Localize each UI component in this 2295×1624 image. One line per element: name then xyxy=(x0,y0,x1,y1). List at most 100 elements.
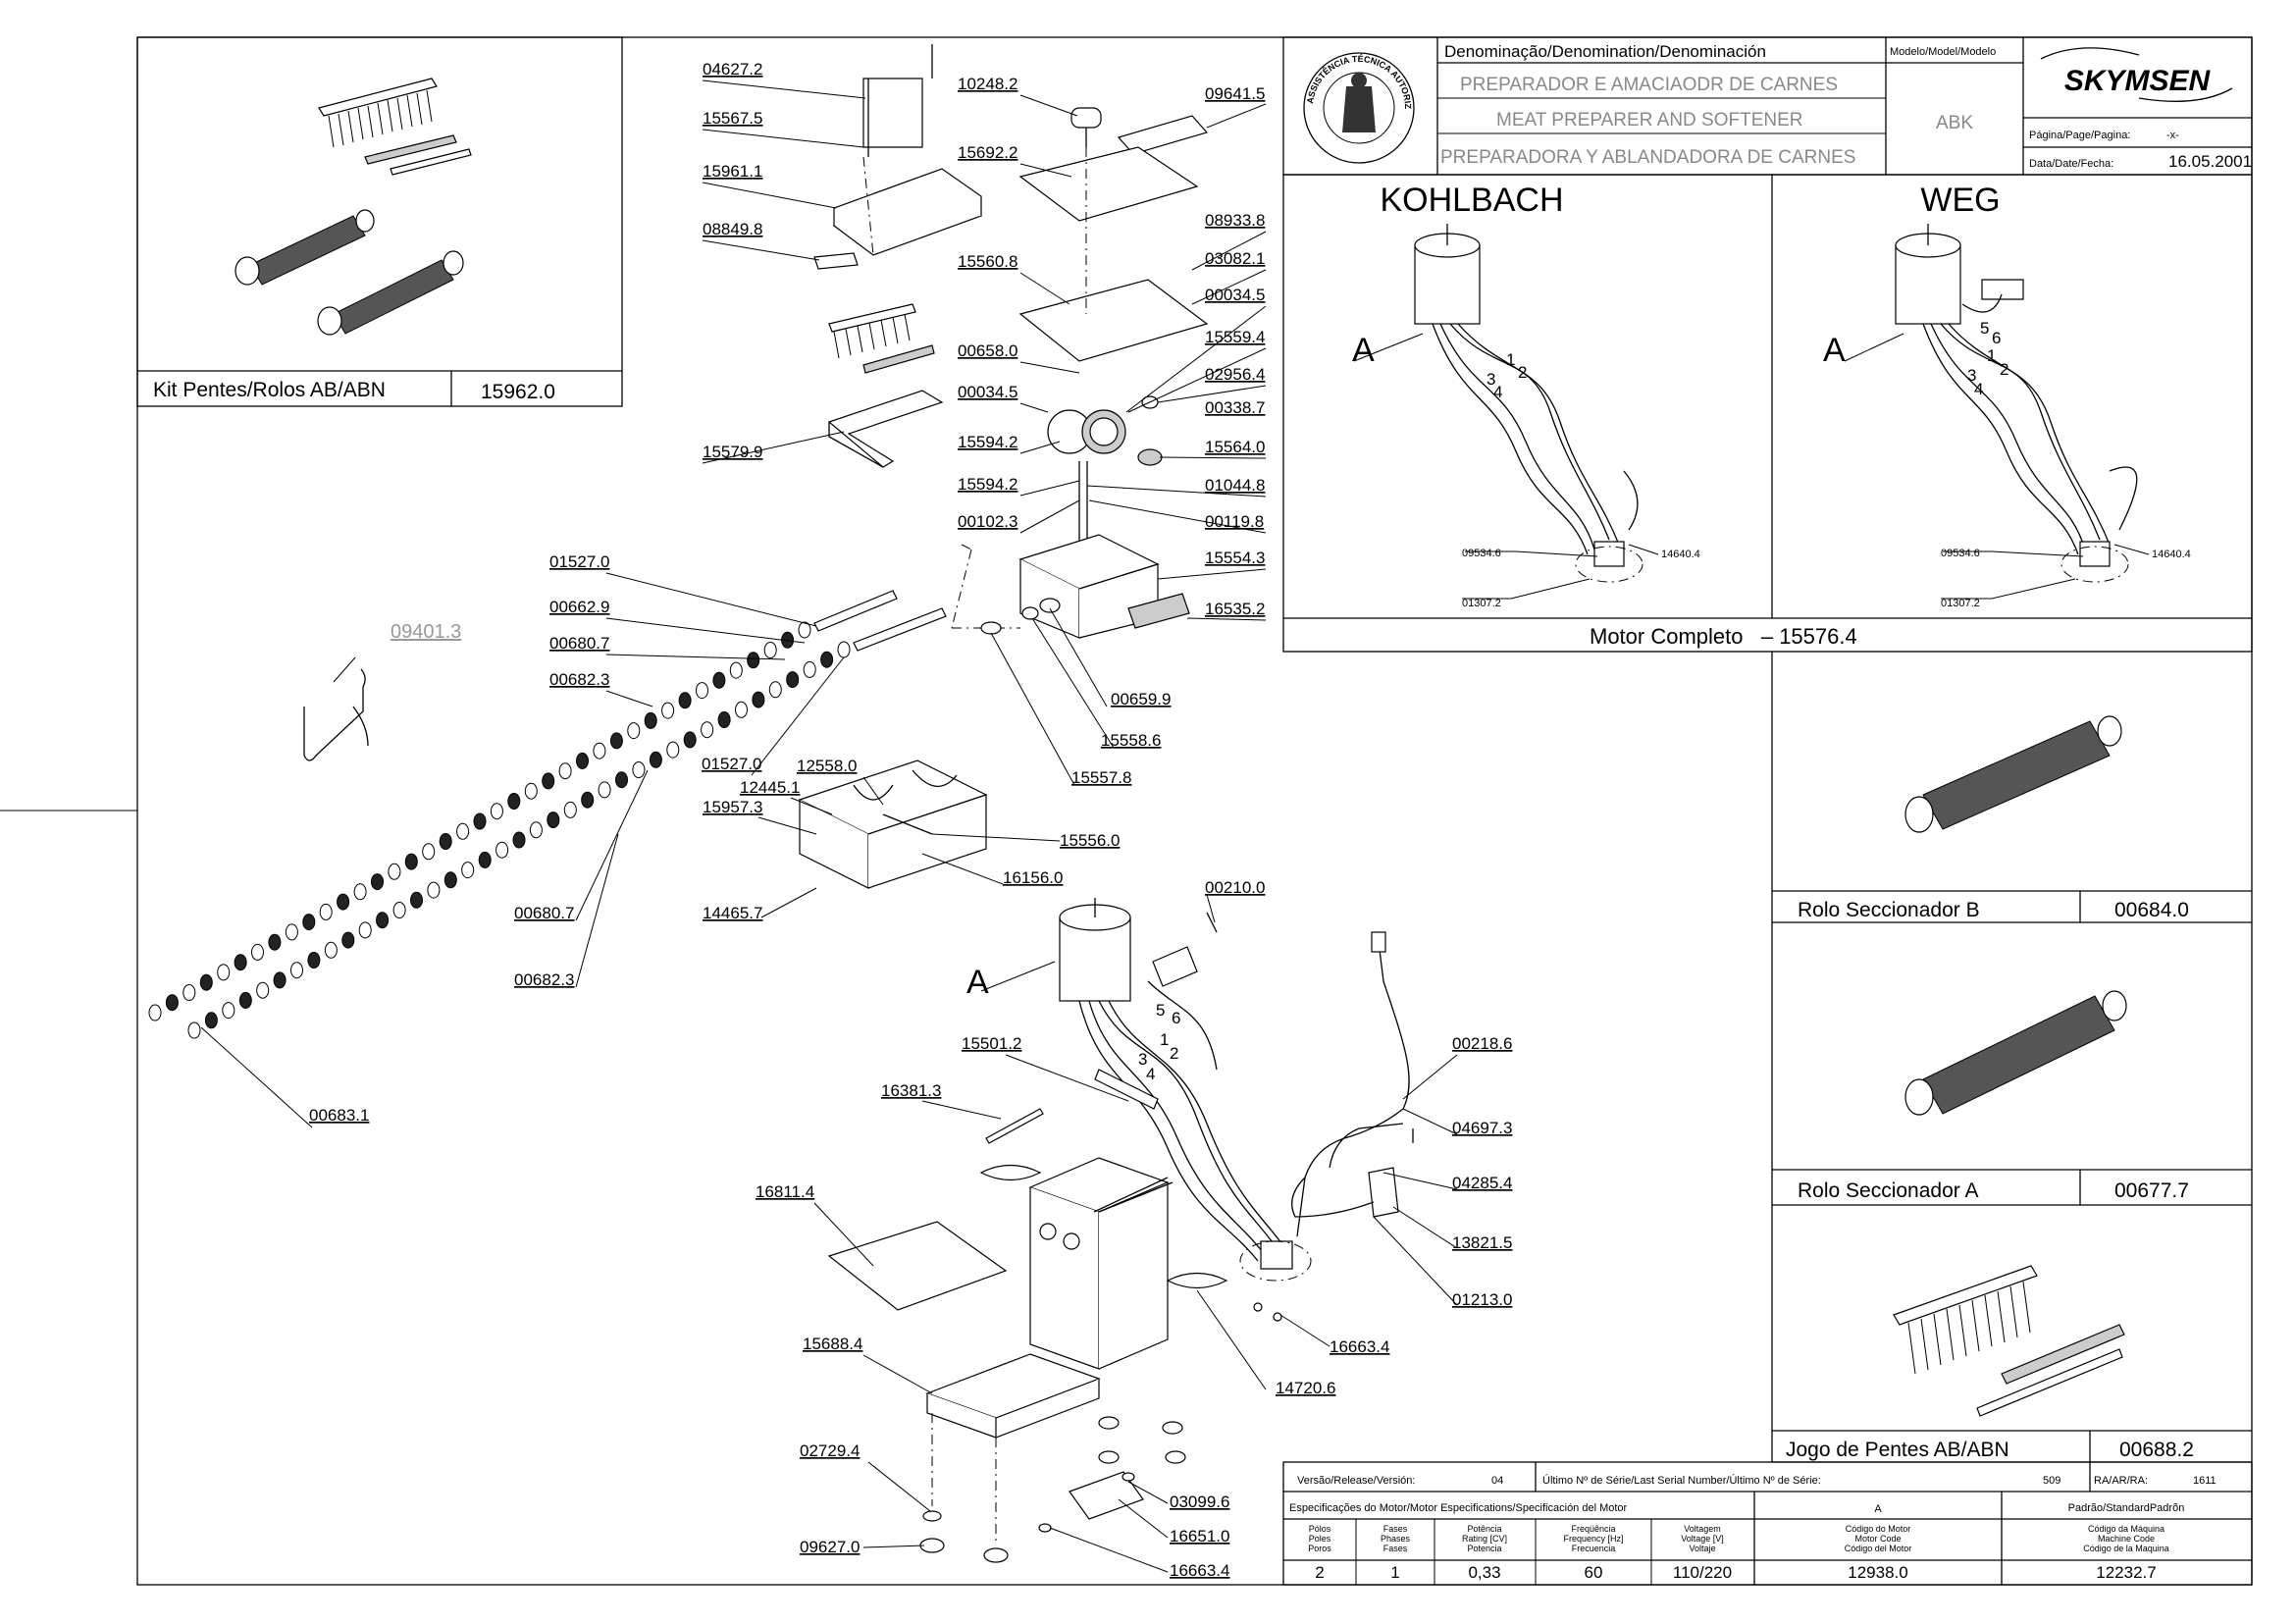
roller-disc xyxy=(268,933,282,951)
callout-00662-9: 00662.9 xyxy=(549,598,609,616)
roller-illustration-2 xyxy=(317,250,464,336)
roller-disc xyxy=(148,1004,162,1022)
kohlbach-a-label: A xyxy=(1352,332,1375,369)
weg-wire-2: 2 xyxy=(2000,360,2008,379)
motor-panel: KOHLBACH WEG Motor Completo – 15576.4 A … xyxy=(1282,174,2253,653)
denomination-header: Denominação/Denomination/Denominación xyxy=(1444,42,1766,61)
roller-disc xyxy=(388,863,401,880)
spec-header-line: Potência xyxy=(1467,1524,1501,1534)
roller-b-illustration xyxy=(1904,715,2122,833)
callout-09401-3: 09401.3 xyxy=(391,621,461,643)
roller-disc xyxy=(273,971,287,989)
roller-disc xyxy=(649,751,662,768)
roller-disc xyxy=(217,964,231,981)
spec-col-standard: Padrão/StandardPadrõn xyxy=(2068,1502,2185,1514)
roller-disc xyxy=(763,642,777,658)
callout-00680-7a: 00680.7 xyxy=(549,634,609,653)
roller-disc xyxy=(735,701,748,718)
spec-header-line: Machine Code xyxy=(2098,1534,2155,1544)
callout-15688-4: 15688.4 xyxy=(803,1335,862,1353)
roller-disc xyxy=(337,893,350,911)
roller-disc xyxy=(443,871,457,889)
kit-box-code: 15962.0 xyxy=(481,381,555,403)
weg-a-label: A xyxy=(1823,332,1846,369)
callout-16663-4a: 16663.4 xyxy=(1330,1337,1389,1356)
callout-15564-0: 15564.0 xyxy=(1205,438,1265,456)
callout-08933-8: 08933.8 xyxy=(1205,211,1265,230)
side-box-a-code: 00677.7 xyxy=(2114,1179,2189,1202)
roller-disc xyxy=(307,952,321,969)
roller-disc xyxy=(542,772,555,790)
spec-header-line: Código da Máquina xyxy=(2088,1524,2165,1534)
callout-08849-8: 08849.8 xyxy=(703,220,762,238)
name-pt: PREPARADOR E AMACIAODR DE CARNES xyxy=(1460,75,1838,95)
callout-leaders xyxy=(200,79,1458,1573)
roller-disc xyxy=(427,881,441,899)
roller-disc xyxy=(392,902,406,918)
spec-header-frequency: Freqüência Frequency [Hz] Frecuencia xyxy=(1563,1524,1623,1553)
main-motor-wire-2: 2 xyxy=(1170,1044,1178,1063)
callout-15556-0: 15556.0 xyxy=(1060,831,1120,850)
callout-13821-5: 13821.5 xyxy=(1452,1233,1512,1252)
callout-00102-3: 00102.3 xyxy=(958,512,1017,531)
version-label: Versão/Release/Versión: xyxy=(1297,1475,1415,1487)
roller-disc xyxy=(183,984,196,1001)
date-label: Data/Date/Fecha: xyxy=(2029,158,2113,170)
spec-header-line: Motor Code xyxy=(1854,1534,1901,1544)
roller-disc xyxy=(238,991,252,1009)
callout-00683-1: 00683.1 xyxy=(309,1106,369,1125)
version-value: 04 xyxy=(1491,1475,1503,1487)
roller-disc xyxy=(696,682,708,700)
roller-disc xyxy=(524,782,538,800)
callout-09627-0: 09627.0 xyxy=(800,1538,860,1556)
roller-disc xyxy=(529,821,543,839)
authorized-service-seal: ASSISTÊNCIA TÉCNICA AUTORIZADA xyxy=(0,0,1415,164)
spec-value-motor-code: 12938.0 xyxy=(1848,1563,1907,1582)
roller-disc xyxy=(222,1002,235,1020)
roller-disc xyxy=(803,660,816,678)
roller-disc xyxy=(576,752,589,769)
roller-disc xyxy=(598,781,611,799)
callout-00034-5a: 00034.5 xyxy=(1205,286,1265,304)
main-motor-wire-6: 6 xyxy=(1172,1009,1180,1027)
motor-caption: Motor Completo – 15576.4 xyxy=(1590,624,1857,649)
spec-header-line: Pólos xyxy=(1309,1524,1331,1534)
roller-disc xyxy=(496,841,509,859)
callout-15559-4: 15559.4 xyxy=(1205,328,1265,346)
roller-a-illustration xyxy=(1904,990,2127,1116)
serial-value: 509 xyxy=(2043,1475,2060,1487)
seal-text: ASSISTÊNCIA TÉCNICA AUTORIZADA xyxy=(0,0,1413,110)
spec-header-motor-code: Código do Motor Motor Code Código del Mo… xyxy=(1845,1524,1912,1553)
callout-01527-0b: 01527.0 xyxy=(702,755,761,773)
callout-01213-0: 01213.0 xyxy=(1452,1290,1512,1309)
callout-04285-4: 04285.4 xyxy=(1452,1174,1512,1192)
spec-header-line: Código de la Maquina xyxy=(2083,1544,2169,1553)
kohlbach-wire-3: 3 xyxy=(1487,370,1495,389)
roller-disc xyxy=(324,941,338,959)
brand-logo: SKYMSEN xyxy=(2040,47,2233,102)
main-motor-wire-5: 5 xyxy=(1156,1001,1165,1020)
roller-disc xyxy=(422,843,436,861)
kohlbach-title: KOHLBACH xyxy=(1380,182,1563,219)
callout-16663-4b: 16663.4 xyxy=(1170,1561,1229,1580)
spec-header-line: Potencia xyxy=(1467,1544,1501,1553)
side-box-b-code: 00684.0 xyxy=(2114,899,2189,921)
spec-header-line: Código do Motor xyxy=(1846,1524,1911,1534)
roller-disc xyxy=(627,722,641,740)
callout-labels: 04627.2 15567.5 15961.1 08849.8 15579.9 … xyxy=(309,60,1512,1580)
roller-disc xyxy=(165,994,179,1012)
side-box-a-label: Rolo Seccionador A xyxy=(1798,1179,1978,1202)
callout-04627-2: 04627.2 xyxy=(703,60,762,79)
roller-disc xyxy=(204,1012,218,1029)
spec-value-poles: 2 xyxy=(1315,1563,1324,1582)
spec-header-line: Fases xyxy=(1383,1544,1408,1553)
callout-01527-0a: 01527.0 xyxy=(549,552,609,571)
roller-disc xyxy=(456,822,470,840)
kohlbach-wire-1: 1 xyxy=(1506,350,1515,369)
roller-disc xyxy=(478,851,492,868)
spec-header: Especificações do Motor/Motor Especifica… xyxy=(1289,1502,1628,1514)
weg-motor: A 5 6 1 2 3 4 09534.6 14640.4 01307.2 xyxy=(1823,224,2191,609)
weg-title: WEG xyxy=(1920,182,2000,219)
callout-15579-9: 15579.9 xyxy=(703,443,762,461)
